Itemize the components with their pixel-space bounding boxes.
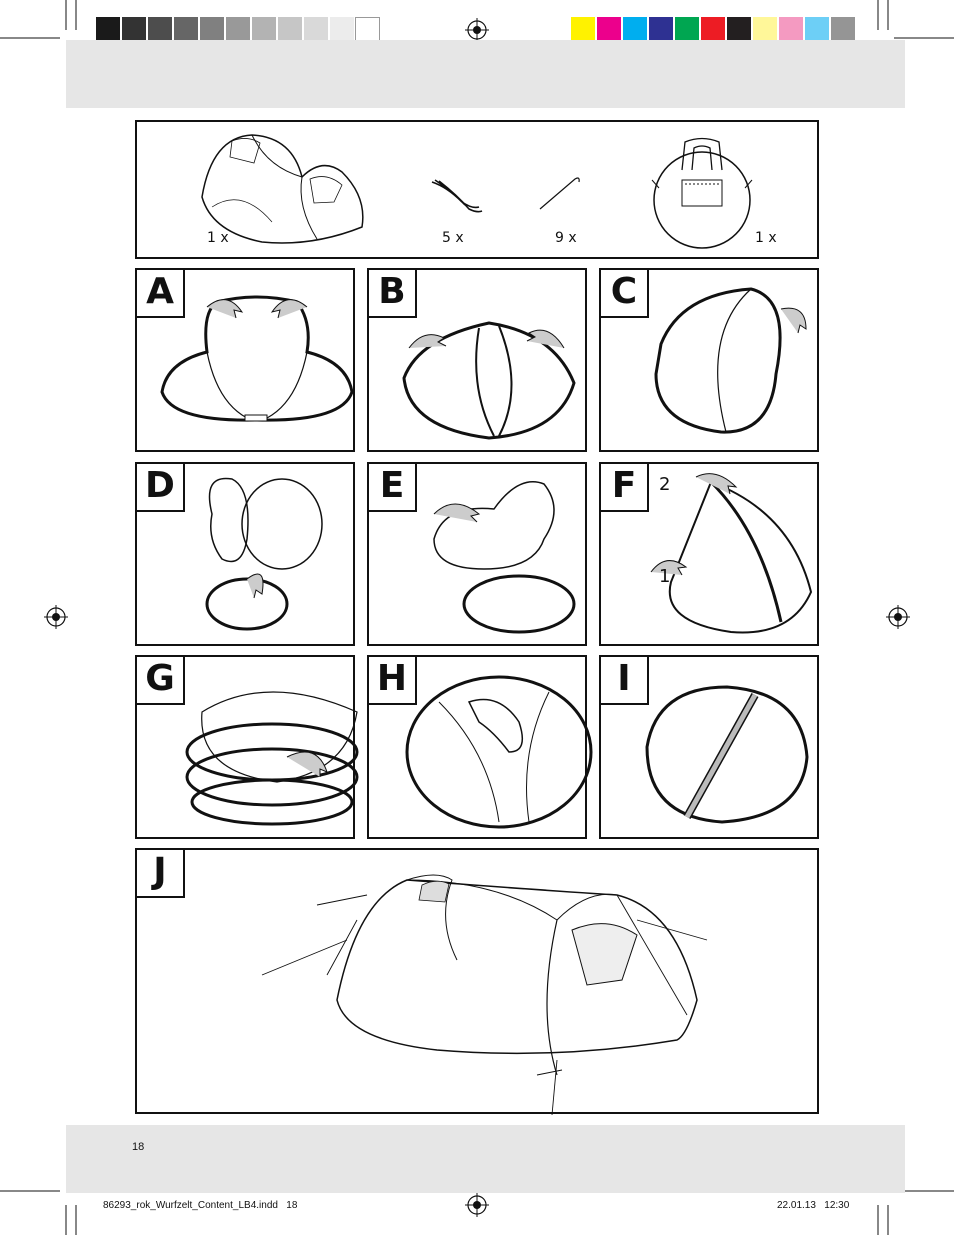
gray-swatch bbox=[329, 17, 354, 42]
color-swatch bbox=[570, 17, 595, 42]
step-f-marker-2: 2 bbox=[659, 474, 671, 495]
gray-swatch bbox=[173, 17, 198, 42]
step-d-illustration bbox=[205, 477, 323, 631]
gray-swatch bbox=[225, 17, 250, 42]
gray-swatch bbox=[199, 17, 224, 42]
step-h-illustration bbox=[405, 675, 593, 829]
step-panel-j: J bbox=[135, 848, 819, 1116]
step-f-marker-1: 1 bbox=[659, 566, 671, 587]
footer-band bbox=[66, 1125, 905, 1193]
step-f-illustration bbox=[650, 473, 813, 634]
header-band bbox=[66, 40, 905, 108]
step-label-j: J bbox=[135, 848, 185, 898]
step-i-illustration bbox=[645, 685, 809, 824]
gray-swatch bbox=[303, 17, 328, 42]
tent-peg-quantity: 9 x bbox=[555, 230, 577, 246]
gray-swatch bbox=[121, 17, 146, 42]
step-c-illustration bbox=[654, 287, 807, 434]
page-number: 18 bbox=[132, 1141, 145, 1153]
color-swatch bbox=[830, 17, 855, 42]
guy-rope-quantity: 5 x bbox=[442, 230, 464, 246]
step-label-f: F bbox=[599, 462, 649, 512]
gray-swatch bbox=[251, 17, 276, 42]
date-time: 22.01.13 12:30 bbox=[777, 1200, 850, 1211]
tent-icon bbox=[201, 134, 364, 244]
tent-quantity: 1 x bbox=[207, 230, 229, 246]
registration-mark-icon bbox=[44, 605, 68, 629]
guy-rope-icon bbox=[431, 179, 483, 213]
step-panel-f: F 2 1 bbox=[599, 462, 819, 646]
step-label-h: H bbox=[367, 655, 417, 705]
step-panel-b: B bbox=[367, 268, 587, 452]
carry-bag-icon bbox=[651, 137, 753, 249]
step-j-illustration bbox=[261, 874, 708, 1116]
color-swatch bbox=[596, 17, 621, 42]
step-panel-i: I bbox=[599, 655, 819, 839]
step-label-b: B bbox=[367, 268, 417, 318]
step-panel-a: A bbox=[135, 268, 355, 452]
step-panel-c: C bbox=[599, 268, 819, 452]
gray-swatch bbox=[95, 17, 120, 42]
step-b-illustration bbox=[402, 321, 576, 440]
color-swatch bbox=[804, 17, 829, 42]
color-swatch bbox=[752, 17, 777, 42]
gray-swatch bbox=[355, 17, 380, 42]
color-swatch bbox=[778, 17, 803, 42]
gray-swatch bbox=[277, 17, 302, 42]
registration-mark-icon bbox=[886, 605, 910, 629]
registration-mark-icon bbox=[465, 18, 489, 42]
step-label-c: C bbox=[599, 268, 649, 318]
color-swatch bbox=[622, 17, 647, 42]
step-panel-h: H bbox=[367, 655, 593, 839]
step-label-g: G bbox=[135, 655, 185, 705]
step-label-a: A bbox=[135, 268, 185, 318]
color-swatch bbox=[700, 17, 725, 42]
registration-mark-icon bbox=[465, 1193, 489, 1217]
color-swatch bbox=[674, 17, 699, 42]
step-label-d: D bbox=[135, 462, 185, 512]
gray-swatch bbox=[147, 17, 172, 42]
carry-bag-quantity: 1 x bbox=[755, 230, 777, 246]
step-a-illustration bbox=[160, 295, 354, 422]
tent-peg-icon bbox=[539, 177, 580, 210]
file-name: 86293_rok_Wurfzelt_Content_LB4.indd 18 bbox=[103, 1200, 298, 1211]
step-g-illustration bbox=[185, 691, 359, 826]
step-label-e: E bbox=[367, 462, 417, 512]
contents-panel: 1 x 5 x 9 x 1 x bbox=[135, 120, 819, 259]
step-panel-e: E bbox=[367, 462, 587, 646]
color-swatch bbox=[726, 17, 751, 42]
step-label-i: I bbox=[599, 655, 649, 705]
step-e-illustration bbox=[433, 481, 576, 634]
color-swatch bbox=[648, 17, 673, 42]
step-panel-g: G bbox=[135, 655, 359, 839]
step-panel-d: D bbox=[135, 462, 355, 646]
